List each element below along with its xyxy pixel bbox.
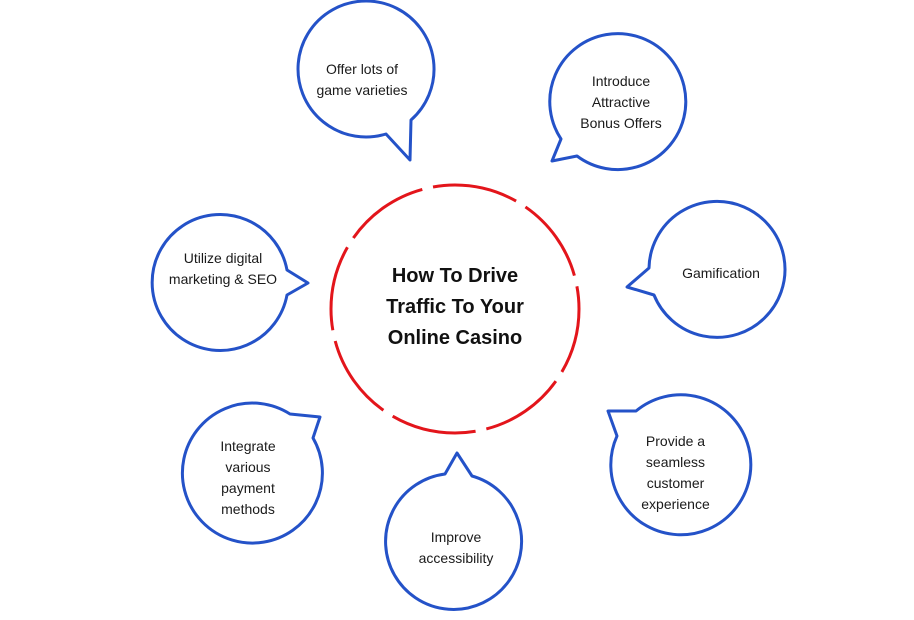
speech-bubble-digital-marketing (150, 213, 310, 352)
center-ring (329, 183, 581, 435)
center-title: How To Drive Traffic To Your Online Casi… (386, 265, 524, 349)
speech-bubble-accessibility (384, 451, 524, 611)
label-gamification: Gamification (682, 265, 760, 281)
label-payment-methods: Integrate various payment methods (220, 438, 276, 517)
speech-bubble-customer-experience (606, 393, 753, 537)
speech-bubble-bonus-offers (548, 32, 688, 172)
speech-bubble-game-varieties (296, 0, 436, 162)
label-customer-experience: Provide a seamless customer experience (641, 433, 710, 512)
label-bonus-offers: Introduce Attractive Bonus Offers (580, 73, 662, 131)
label-digital-marketing: Utilize digital marketing & SEO (168, 250, 278, 287)
speech-bubble-payment-methods (180, 401, 324, 545)
speech-bubble-gamification (625, 199, 787, 339)
label-game-varieties: Offer lots of game varieties (316, 61, 408, 98)
label-accessibility: Improve accessibility (418, 529, 494, 566)
